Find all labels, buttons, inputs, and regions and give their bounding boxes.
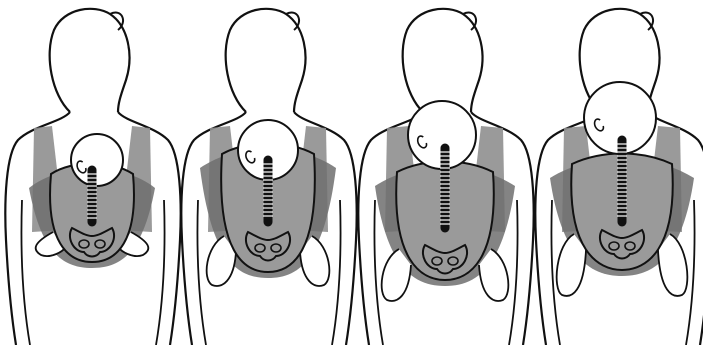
spine-icon bbox=[440, 148, 450, 228]
parent-head bbox=[50, 9, 130, 112]
parent-right-arm bbox=[332, 200, 341, 345]
spine-icon bbox=[617, 140, 627, 222]
baby-figure bbox=[557, 82, 688, 296]
parent-right-arm bbox=[156, 200, 165, 345]
spine-icon bbox=[263, 160, 273, 222]
parent-head bbox=[403, 9, 483, 112]
parent-left-arm bbox=[197, 200, 206, 345]
parent-left-arm bbox=[374, 200, 383, 345]
panel-1 bbox=[5, 9, 180, 345]
parent-left-arm bbox=[21, 200, 30, 345]
panel-4 bbox=[535, 9, 703, 345]
spine-icon bbox=[87, 170, 97, 222]
parent-head bbox=[226, 9, 306, 112]
panel-3 bbox=[358, 9, 533, 345]
parent-right-arm bbox=[509, 200, 518, 345]
panel-2 bbox=[181, 9, 356, 345]
